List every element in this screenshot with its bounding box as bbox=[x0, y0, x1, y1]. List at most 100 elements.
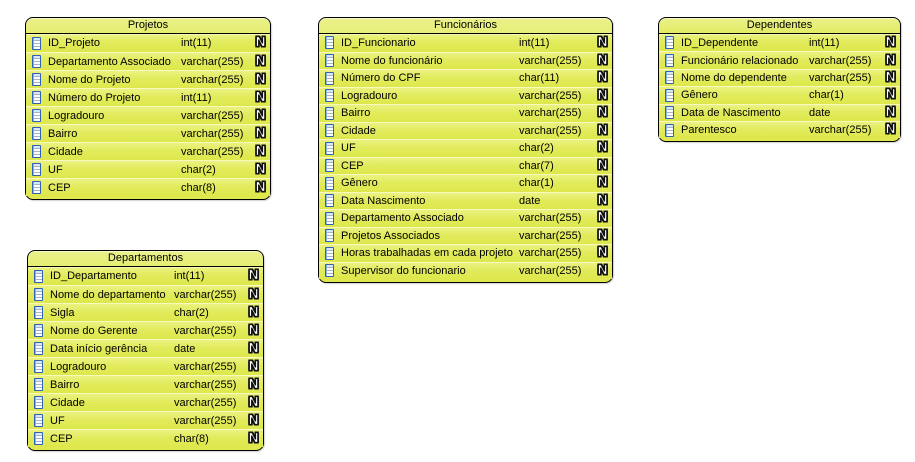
column-row-nome-do-projeto[interactable]: Nome do Projeto varchar(255) N bbox=[26, 70, 270, 88]
column-icon bbox=[32, 36, 41, 50]
column-row-numero-do-cpf[interactable]: Número do CPF char(11) N bbox=[319, 69, 612, 87]
column-icon bbox=[32, 91, 41, 104]
entity-table-title: Projetos bbox=[127, 19, 169, 31]
column-row-cidade[interactable]: Cidade varchar(255) N bbox=[26, 142, 270, 160]
column-row-funcionario-relacionado[interactable]: Funcionário relacionado varchar(255) N bbox=[659, 51, 900, 69]
column-row-nome-do-departamento[interactable]: Nome do departamento varchar(255) N bbox=[28, 285, 263, 303]
column-datatype: date bbox=[519, 194, 541, 207]
column-name: Nome do dependente bbox=[681, 71, 787, 84]
column-icon bbox=[325, 211, 334, 225]
nullable-n-icon: N bbox=[885, 53, 897, 69]
nullable-n-icon: N bbox=[597, 53, 609, 69]
column-icon bbox=[34, 342, 43, 355]
column-row-id-projeto[interactable]: ID_Projeto int(11) N bbox=[26, 34, 270, 52]
column-row-departamento-associado[interactable]: Departamento Associado varchar(255) N bbox=[26, 52, 270, 70]
column-datatype: varchar(255) bbox=[174, 324, 237, 337]
column-row-bairro[interactable]: Bairro varchar(255) N bbox=[26, 124, 270, 142]
column-name: Gênero bbox=[341, 177, 378, 190]
column-row-horas-trabalhadas-em-cada-projeto[interactable]: Horas trabalhadas em cada projeto varcha… bbox=[319, 244, 612, 262]
column-row-logradouro[interactable]: Logradouro varchar(255) N bbox=[319, 86, 612, 104]
column-icon bbox=[325, 36, 334, 50]
column-row-cep[interactable]: CEP char(7) N bbox=[319, 156, 612, 174]
entity-table-header: Dependentes bbox=[659, 18, 900, 34]
column-row-data-nascimento[interactable]: Data Nascimento date N bbox=[319, 191, 612, 209]
entity-table-columns: ID_Projeto int(11) N Departamento Associ… bbox=[26, 34, 270, 199]
column-icon bbox=[325, 106, 334, 120]
column-row-logradouro[interactable]: Logradouro varchar(255) N bbox=[28, 357, 263, 375]
column-row-data-inicio-gerencia[interactable]: Data início gerência date N bbox=[28, 339, 263, 357]
column-name: CEP bbox=[341, 159, 364, 172]
column-name: Logradouro bbox=[48, 109, 105, 122]
column-row-logradouro[interactable]: Logradouro varchar(255) N bbox=[26, 106, 270, 124]
entity-table-title: Funcionários bbox=[434, 19, 497, 31]
column-row-cep[interactable]: CEP char(8) N bbox=[26, 178, 270, 196]
column-row-uf[interactable]: UF char(2) N bbox=[319, 139, 612, 157]
column-row-bairro[interactable]: Bairro varchar(255) N bbox=[28, 375, 263, 393]
column-row-id-departamento[interactable]: ID_Departamento int(11) N bbox=[28, 267, 263, 285]
column-datatype: int(11) bbox=[174, 270, 205, 282]
column-row-uf[interactable]: UF varchar(255) N bbox=[28, 411, 263, 429]
column-datatype: varchar(255) bbox=[181, 109, 244, 122]
column-icon bbox=[34, 324, 43, 337]
column-icon bbox=[665, 71, 674, 85]
column-name: Parentesco bbox=[681, 124, 737, 137]
column-row-nome-do-dependente[interactable]: Nome do dependente varchar(255) N bbox=[659, 68, 900, 87]
column-icon bbox=[34, 432, 43, 445]
entity-table-departamentos[interactable]: Departamentos ID_Departamento int(11) N … bbox=[27, 250, 264, 451]
nullable-n-icon: N bbox=[885, 35, 897, 51]
entity-table-funcionarios[interactable]: Funcionários ID_Funcionario int(11) N No… bbox=[318, 17, 613, 283]
entity-table-columns: ID_Funcionario int(11) N Nome do funcion… bbox=[319, 34, 612, 282]
nullable-n-icon: N bbox=[597, 245, 609, 261]
nullable-n-icon: N bbox=[248, 305, 260, 320]
column-datatype: varchar(255) bbox=[809, 71, 872, 84]
column-row-data-de-nascimento[interactable]: Data de Nascimento date N bbox=[659, 103, 900, 121]
column-row-bairro[interactable]: Bairro varchar(255) N bbox=[319, 104, 612, 122]
column-row-supervisor-do-funcionario[interactable]: Supervisor do funcionario varchar(255) N bbox=[319, 261, 612, 279]
column-row-id-funcionario[interactable]: ID_Funcionario int(11) N bbox=[319, 34, 612, 52]
column-row-uf[interactable]: UF char(2) N bbox=[26, 160, 270, 178]
column-datatype: varchar(255) bbox=[519, 229, 582, 242]
nullable-n-icon: N bbox=[597, 158, 609, 174]
column-name: Funcionário relacionado bbox=[681, 54, 799, 67]
column-datatype: varchar(255) bbox=[181, 127, 244, 140]
entity-table-dependentes[interactable]: Dependentes ID_Dependente int(11) N Func… bbox=[658, 17, 901, 143]
column-datatype: varchar(255) bbox=[181, 145, 244, 158]
column-row-sigla[interactable]: Sigla char(2) N bbox=[28, 303, 263, 321]
column-row-nome-do-funcionario[interactable]: Nome do funcionário varchar(255) N bbox=[319, 51, 612, 69]
nullable-n-icon: N bbox=[255, 90, 267, 105]
column-row-parentesco[interactable]: Parentesco varchar(255) N bbox=[659, 120, 900, 139]
column-icon bbox=[325, 124, 334, 138]
column-row-genero[interactable]: Gênero char(1) N bbox=[659, 86, 900, 104]
column-datatype: varchar(255) bbox=[174, 378, 237, 391]
column-row-cep[interactable]: CEP char(8) N bbox=[28, 429, 263, 447]
column-icon bbox=[32, 145, 41, 158]
column-icon bbox=[665, 36, 674, 50]
column-icon bbox=[32, 73, 41, 86]
nullable-n-icon: N bbox=[885, 105, 897, 121]
column-datatype: varchar(255) bbox=[174, 360, 237, 373]
column-row-genero[interactable]: Gênero char(1) N bbox=[319, 174, 612, 192]
nullable-n-icon: N bbox=[255, 144, 267, 159]
nullable-n-icon: N bbox=[248, 377, 260, 392]
nullable-n-icon: N bbox=[597, 228, 609, 244]
column-name: Logradouro bbox=[341, 89, 398, 102]
column-row-cidade[interactable]: Cidade varchar(255) N bbox=[28, 393, 263, 411]
nullable-n-icon: N bbox=[597, 210, 609, 226]
column-row-projetos-associados[interactable]: Projetos Associados varchar(255) N bbox=[319, 226, 612, 244]
column-name: Data de Nascimento bbox=[681, 106, 781, 119]
column-name: CEP bbox=[48, 181, 71, 194]
column-row-nome-do-gerente[interactable]: Nome do Gerente varchar(255) N bbox=[28, 321, 263, 339]
column-datatype: varchar(255) bbox=[181, 55, 244, 68]
column-datatype: int(11) bbox=[181, 91, 212, 104]
nullable-n-icon: N bbox=[255, 180, 267, 195]
column-name: Gênero bbox=[681, 89, 718, 102]
column-name: Supervisor do funcionario bbox=[341, 264, 466, 277]
column-row-id-dependente[interactable]: ID_Dependente int(11) N bbox=[659, 34, 900, 52]
column-row-numero-do-projeto[interactable]: Número do Projeto int(11) N bbox=[26, 88, 270, 106]
entity-table-projetos[interactable]: Projetos ID_Projeto int(11) N Departamen… bbox=[25, 17, 271, 200]
column-row-departamento-associado[interactable]: Departamento Associado varchar(255) N bbox=[319, 209, 612, 227]
column-row-cidade[interactable]: Cidade varchar(255) N bbox=[319, 121, 612, 139]
column-datatype: char(7) bbox=[519, 159, 554, 172]
column-icon bbox=[665, 88, 674, 102]
